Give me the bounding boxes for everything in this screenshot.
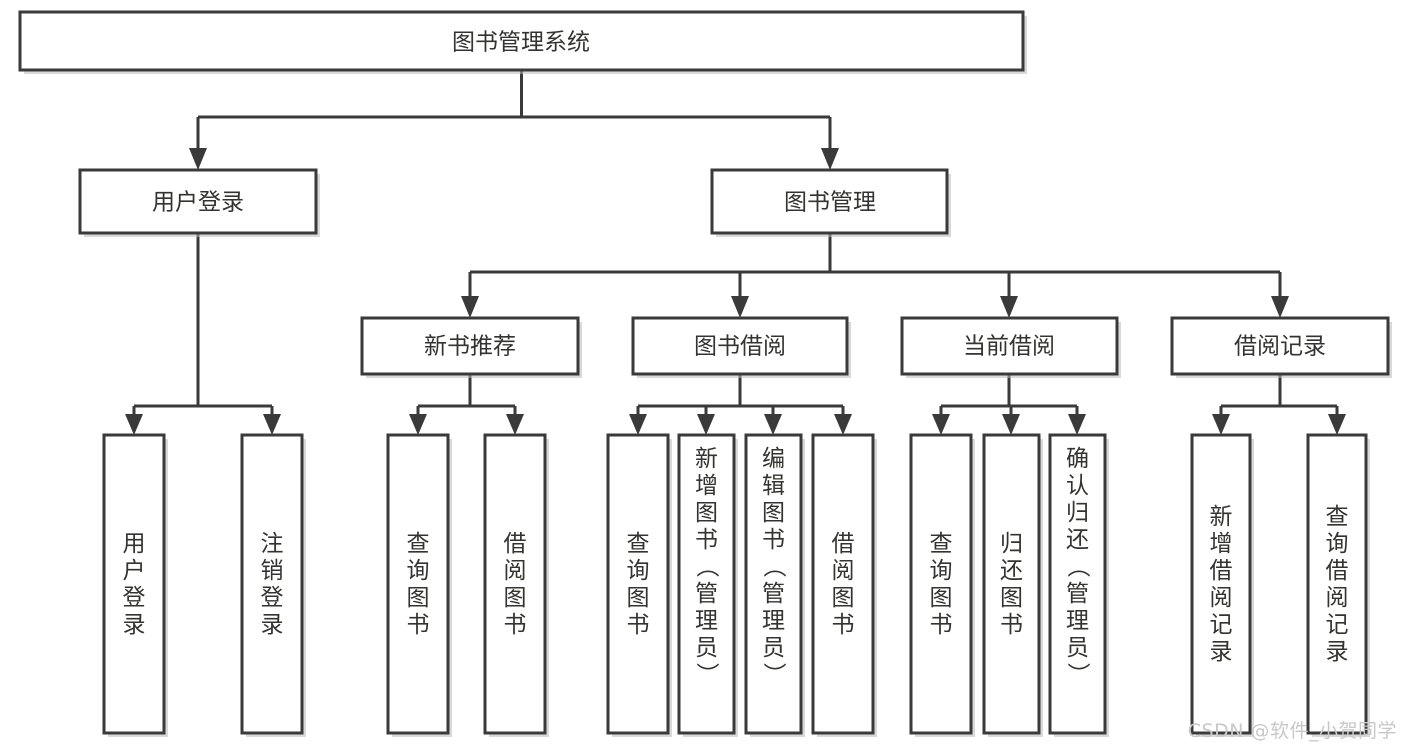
node-leaf-borrow-book-recommend-box[interactable] bbox=[483, 433, 547, 735]
leaf-nodes: 用户登录 注销登录 查询图书 借阅图书 查询图书 新增图书（管理员） 编辑图书（管理员） 借阅… bbox=[102, 433, 1370, 737]
node-leaf-return-book-label: 归还图书 bbox=[1000, 531, 1023, 638]
node-leaf-user-login-label: 用户登录 bbox=[123, 531, 146, 638]
node-leaf-user-login[interactable]: 用户登录 bbox=[102, 433, 168, 737]
node-book-borrow[interactable]: 图书借阅 bbox=[631, 316, 851, 378]
arrow-head-leaf-query-borrow-record bbox=[1328, 414, 1346, 435]
arrow-head-borrow-records bbox=[1271, 296, 1289, 318]
node-current-borrow[interactable]: 当前借阅 bbox=[900, 316, 1121, 378]
arrow-head-leaf-add-borrow-record bbox=[1212, 414, 1230, 435]
arrow-head-leaf-return-book bbox=[1002, 414, 1020, 435]
node-leaf-query-book-current[interactable]: 查询图书 bbox=[909, 433, 975, 737]
node-leaf-query-borrow-record-label: 查询借阅记录 bbox=[1326, 504, 1349, 665]
node-root-box[interactable] bbox=[18, 10, 1025, 72]
node-new-book-recommend-label: 新书推荐 bbox=[424, 334, 516, 360]
arrow-head-new-book-recommend bbox=[461, 296, 479, 318]
arrow-head-book-borrow bbox=[731, 296, 749, 318]
node-leaf-add-borrow-record-box[interactable] bbox=[1190, 433, 1252, 735]
arrow-head-leaf-confirm-return-admin bbox=[1068, 414, 1086, 435]
arrow-head-leaf-query-book-recommend bbox=[409, 414, 427, 435]
node-leaf-confirm-return-admin[interactable]: 确认归还（管理员） bbox=[1048, 433, 1109, 737]
node-leaf-logout-login-label: 注销登录 bbox=[261, 531, 284, 638]
node-leaf-add-book-admin-label: 新增图书（管理员） bbox=[695, 446, 720, 688]
node-leaf-confirm-return-admin-label: 确认归还（管理员） bbox=[1066, 446, 1091, 688]
node-leaf-query-book-current-label: 查询图书 bbox=[930, 531, 953, 638]
node-current-borrow-box[interactable] bbox=[900, 316, 1119, 376]
arrow-head-leaf-query-book-current bbox=[932, 414, 950, 435]
node-leaf-logout-login-box[interactable] bbox=[240, 433, 304, 735]
arrow-head-book-management bbox=[821, 148, 839, 170]
node-book-borrow-label: 图书借阅 bbox=[694, 334, 786, 360]
node-book-borrow-box[interactable] bbox=[631, 316, 849, 376]
node-borrow-records-box[interactable] bbox=[1170, 316, 1390, 376]
nodes-layer: 图书管理系统 用户登录 图书管理 新书推荐 图书借阅 当前借阅 bbox=[18, 10, 1392, 737]
node-leaf-return-book-box[interactable] bbox=[982, 433, 1041, 735]
node-leaf-query-book-recommend[interactable]: 查询图书 bbox=[386, 433, 452, 737]
node-leaf-borrow-book[interactable]: 借阅图书 bbox=[811, 433, 877, 737]
node-leaf-query-borrow-record-box[interactable] bbox=[1306, 433, 1368, 735]
node-leaf-query-book-current-box[interactable] bbox=[909, 433, 973, 735]
node-user-login[interactable]: 用户登录 bbox=[78, 168, 320, 237]
node-book-management[interactable]: 图书管理 bbox=[710, 168, 951, 237]
node-leaf-query-book-borrow-label: 查询图书 bbox=[627, 531, 650, 638]
node-leaf-add-borrow-record-label: 新增借阅记录 bbox=[1210, 504, 1233, 665]
node-leaf-borrow-book-recommend-label: 借阅图书 bbox=[504, 531, 527, 638]
node-leaf-query-book-borrow-box[interactable] bbox=[606, 433, 670, 735]
arrow-head-leaf-logout-login bbox=[263, 414, 281, 435]
watermark: CSDN @软件_小贺同学 bbox=[1187, 720, 1397, 742]
node-leaf-query-book-recommend-box[interactable] bbox=[386, 433, 450, 735]
arrow-head-leaf-borrow-book-recommend bbox=[506, 414, 524, 435]
connectors-layer bbox=[125, 70, 1346, 435]
node-leaf-add-book-admin[interactable]: 新增图书（管理员） bbox=[677, 433, 738, 737]
arrow-head-current-borrow bbox=[1000, 296, 1018, 318]
node-leaf-return-book[interactable]: 归还图书 bbox=[982, 433, 1043, 737]
node-current-borrow-label: 当前借阅 bbox=[963, 334, 1055, 360]
arrow-head-leaf-user-login bbox=[125, 414, 143, 435]
node-new-book-recommend-box[interactable] bbox=[360, 316, 580, 376]
node-root-label: 图书管理系统 bbox=[452, 30, 590, 56]
node-leaf-borrow-book-box[interactable] bbox=[811, 433, 875, 735]
arrow-head-leaf-query-book-borrow bbox=[629, 414, 647, 435]
node-borrow-records[interactable]: 借阅记录 bbox=[1170, 316, 1392, 378]
node-leaf-borrow-book-label: 借阅图书 bbox=[832, 531, 855, 638]
node-book-management-box[interactable] bbox=[710, 168, 949, 235]
node-leaf-confirm-return-admin-box[interactable] bbox=[1048, 433, 1107, 735]
arrow-head-leaf-add-book-admin bbox=[697, 414, 715, 435]
node-leaf-query-book-borrow[interactable]: 查询图书 bbox=[606, 433, 672, 737]
node-leaf-edit-book-admin[interactable]: 编辑图书（管理员） bbox=[744, 433, 805, 737]
arrow-head-leaf-edit-book-admin bbox=[764, 414, 782, 435]
node-leaf-logout-login[interactable]: 注销登录 bbox=[240, 433, 306, 737]
node-root[interactable]: 图书管理系统 bbox=[18, 10, 1027, 74]
node-new-book-recommend[interactable]: 新书推荐 bbox=[360, 316, 582, 378]
node-borrow-records-label: 借阅记录 bbox=[1234, 334, 1326, 360]
node-leaf-edit-book-admin-label: 编辑图书（管理员） bbox=[762, 446, 787, 688]
node-book-management-label: 图书管理 bbox=[784, 190, 876, 216]
node-leaf-add-book-admin-box[interactable] bbox=[677, 433, 736, 735]
node-user-login-box[interactable] bbox=[78, 168, 318, 235]
arrow-head-user-login bbox=[189, 148, 207, 170]
node-leaf-query-book-recommend-label: 查询图书 bbox=[407, 531, 430, 638]
node-leaf-query-borrow-record[interactable]: 查询借阅记录 bbox=[1306, 433, 1370, 737]
arrow-head-leaf-borrow-book bbox=[834, 414, 852, 435]
node-user-login-label: 用户登录 bbox=[152, 190, 244, 216]
node-leaf-borrow-book-recommend[interactable]: 借阅图书 bbox=[483, 433, 549, 737]
node-leaf-user-login-box[interactable] bbox=[102, 433, 166, 735]
node-leaf-add-borrow-record[interactable]: 新增借阅记录 bbox=[1190, 433, 1254, 737]
node-leaf-edit-book-admin-box[interactable] bbox=[744, 433, 803, 735]
